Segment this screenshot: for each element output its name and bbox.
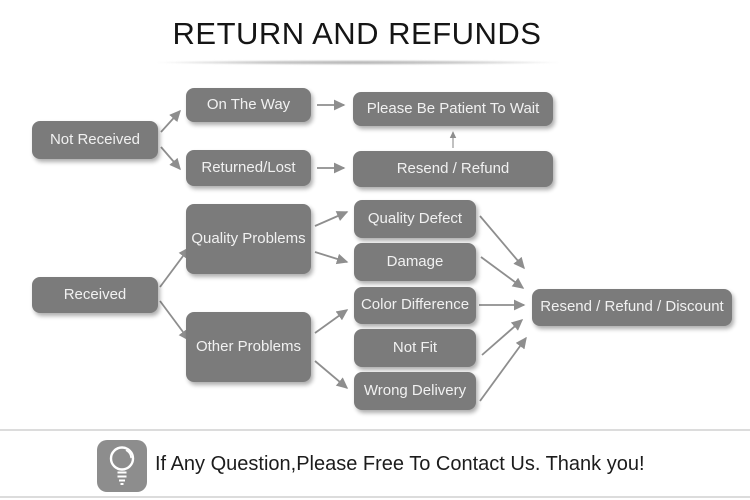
node-not-received: Not Received xyxy=(32,121,158,159)
page-title: RETURN AND REFUNDS xyxy=(172,16,542,51)
node-on-the-way: On The Way xyxy=(186,88,311,122)
node-wrong-delivery: Wrong Delivery xyxy=(354,372,476,410)
node-quality-defect: Quality Defect xyxy=(354,200,476,238)
node-not-fit: Not Fit xyxy=(354,329,476,367)
node-returned-lost: Returned/Lost xyxy=(186,150,311,186)
node-quality-problems: Quality Problems xyxy=(186,204,311,274)
node-resend-refund-discount: Resend / Refund / Discount xyxy=(532,289,732,326)
node-other-problems: Other Problems xyxy=(186,312,311,382)
footer-divider-bottom xyxy=(0,496,750,498)
node-received: Received xyxy=(32,277,158,313)
node-resend-refund: Resend / Refund xyxy=(353,151,553,187)
node-please-be-patient: Please Be Patient To Wait xyxy=(353,92,553,126)
contact-message: If Any Question,Please Free To Contact U… xyxy=(155,453,645,475)
lightbulb-icon xyxy=(97,440,147,492)
title-divider xyxy=(158,60,558,65)
node-damage: Damage xyxy=(354,243,476,281)
node-color-difference: Color Difference xyxy=(354,287,476,324)
footer-divider-top xyxy=(0,429,750,431)
